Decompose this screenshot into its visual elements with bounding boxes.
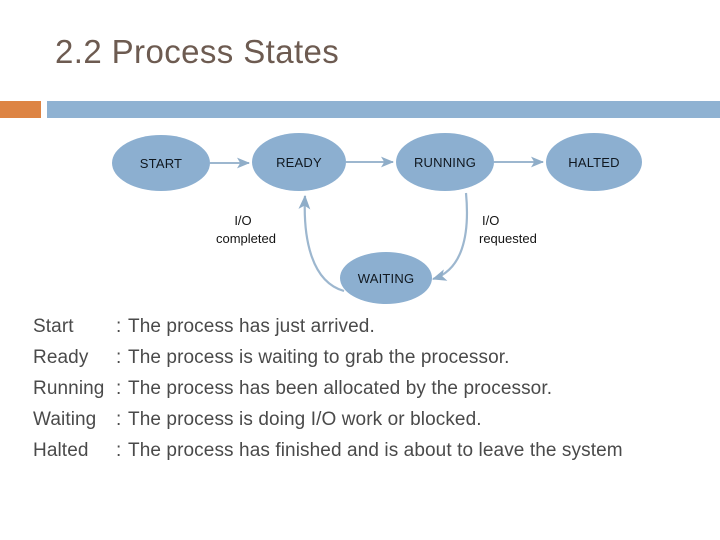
definition-term: Start	[33, 316, 74, 337]
accent-bar-orange	[0, 101, 41, 118]
definition-separator: :	[116, 347, 122, 368]
definition-row-halted: Halted : The process has finished and is…	[33, 435, 693, 466]
state-node-ready-label: READY	[276, 154, 322, 170]
accent-bar-blue	[47, 101, 720, 118]
definition-description: The process has finished and is about to…	[128, 440, 623, 461]
state-node-halted[interactable]: HALTED	[546, 133, 642, 191]
edge-label-io-completed-line2: completed	[216, 231, 276, 246]
definition-term: Ready	[33, 347, 89, 368]
definition-separator: :	[116, 378, 122, 399]
definition-term: Running	[33, 378, 105, 399]
definition-row-running: Running : The process has been allocated…	[33, 373, 693, 404]
state-node-running[interactable]: RUNNING	[396, 133, 494, 191]
state-node-waiting[interactable]: WAITING	[340, 252, 432, 304]
definition-description: The process has been allocated by the pr…	[128, 378, 553, 399]
state-node-start-label: START	[139, 155, 183, 171]
arrow-running-to-waiting	[431, 192, 469, 281]
arrow-waiting-to-ready	[298, 194, 345, 293]
definition-description: The process is doing I/O work or blocked…	[128, 409, 482, 430]
edge-label-io-completed-line1: I/O	[234, 213, 252, 228]
definition-row-start: Start : The process has just arrived.	[33, 311, 693, 342]
definition-description: The process is waiting to grab the proce…	[128, 347, 510, 368]
definition-separator: :	[116, 440, 122, 461]
state-definitions-list: Start : The process has just arrived. Re…	[33, 311, 693, 466]
definition-description: The process has just arrived.	[128, 316, 375, 337]
page-title: 2.2 Process States	[55, 33, 340, 70]
definition-term: Halted	[33, 440, 89, 461]
definition-row-ready: Ready : The process is waiting to grab t…	[33, 342, 693, 373]
edge-label-io-requested-line1: I/O	[482, 213, 500, 228]
state-node-running-label: RUNNING	[413, 154, 477, 170]
edge-label-io-requested-line2: requested	[479, 231, 537, 246]
definition-row-waiting: Waiting : The process is doing I/O work …	[33, 404, 693, 435]
state-node-start[interactable]: START	[112, 135, 210, 191]
definition-separator: :	[116, 409, 122, 430]
edge-label-io-completed: I/O completed	[216, 212, 276, 248]
definition-term: Waiting	[33, 409, 97, 430]
edge-label-io-requested: I/O requested	[479, 212, 537, 248]
state-node-ready[interactable]: READY	[252, 133, 346, 191]
definition-separator: :	[116, 316, 122, 337]
state-node-waiting-label: WAITING	[357, 270, 415, 286]
state-node-halted-label: HALTED	[568, 154, 620, 170]
